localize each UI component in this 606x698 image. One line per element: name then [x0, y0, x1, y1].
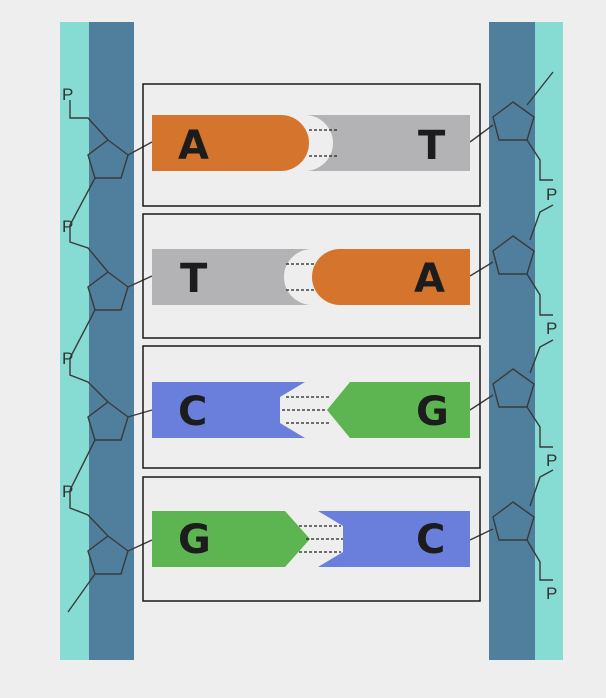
sugar-pentagon-icon	[492, 101, 535, 141]
right-backbone-inner	[489, 22, 535, 660]
sugar-pentagon-icon	[87, 139, 129, 179]
base-letter-left: T	[180, 256, 208, 302]
pair-box	[142, 83, 481, 207]
left-phosphate-link-4	[69, 439, 109, 537]
left-phosphate-link-1	[69, 100, 109, 141]
base-letter-right: C	[416, 517, 445, 563]
guanine-block	[152, 511, 310, 567]
base-letter-left: G	[178, 517, 211, 563]
left-strand-tail	[67, 573, 96, 613]
right-sugar-base-link	[469, 394, 494, 411]
right-sugar-base-link	[469, 124, 494, 143]
right-phosphate-link-2	[529, 204, 554, 241]
left-sugar-base-link	[127, 409, 153, 418]
right-strand-tail	[526, 71, 554, 106]
left-backbone-inner	[89, 22, 134, 660]
phosphate-label: P	[546, 584, 557, 603]
right-phosphate-link-4	[529, 339, 554, 374]
pair-box	[142, 213, 481, 339]
cytosine-block	[152, 382, 305, 438]
base-letter-left: A	[178, 123, 209, 169]
sugar-pentagon-icon	[87, 401, 129, 441]
pair-box	[142, 476, 481, 602]
phosphate-labels: P P P P P P P P	[62, 85, 557, 603]
left-sugar-base-link	[127, 275, 153, 288]
adenine-block	[312, 249, 470, 305]
left-phosphate-link-3	[69, 309, 109, 403]
right-phosphate-link-5	[526, 406, 553, 448]
left-strand	[67, 100, 153, 613]
sugar-pentagon-icon	[87, 271, 129, 311]
phosphate-label: P	[546, 319, 557, 338]
base-pair-1: A T	[142, 83, 481, 207]
right-phosphate-link-1	[526, 139, 553, 181]
right-phosphate-link-7	[526, 539, 553, 581]
sugar-pentagon-icon	[87, 535, 129, 575]
phosphate-label: P	[546, 185, 557, 204]
right-sugar-base-link	[469, 261, 494, 277]
right-strand	[469, 71, 554, 581]
left-sugar-base-link	[127, 141, 153, 156]
phosphate-label: P	[62, 349, 73, 368]
base-letter-right: T	[418, 123, 446, 169]
right-phosphate-link-3	[526, 273, 553, 316]
base-letter-right: A	[414, 256, 445, 302]
right-sugar-base-link	[469, 528, 494, 541]
sugar-pentagon-icon	[492, 235, 535, 275]
guanine-block	[327, 382, 470, 438]
phosphate-label: P	[62, 482, 73, 501]
phosphate-label: P	[62, 217, 73, 236]
base-pair-4: G C	[142, 476, 481, 602]
hydrogen-bond-dashes	[282, 396, 331, 424]
base-pair-3: C G	[142, 345, 481, 469]
base-letter-right: G	[416, 389, 449, 435]
base-pair-2: T A	[142, 213, 481, 339]
base-letter-left: C	[178, 389, 207, 435]
thymine-block	[305, 115, 470, 171]
hydrogen-bond-dashes	[286, 263, 314, 291]
adenine-block	[152, 115, 309, 171]
sugar-pentagon-icon	[492, 368, 535, 408]
sugar-pentagon-icon	[492, 501, 535, 541]
phosphate-label: P	[546, 451, 557, 470]
phosphate-label: P	[62, 85, 73, 104]
cytosine-block	[318, 511, 470, 567]
thymine-block	[152, 249, 312, 305]
left-phosphate-link-2	[69, 177, 109, 273]
left-sugar-base-link	[127, 539, 153, 552]
hydrogen-bond-dashes	[299, 525, 343, 553]
pair-box	[142, 345, 481, 469]
right-phosphate-link-6	[529, 469, 554, 507]
